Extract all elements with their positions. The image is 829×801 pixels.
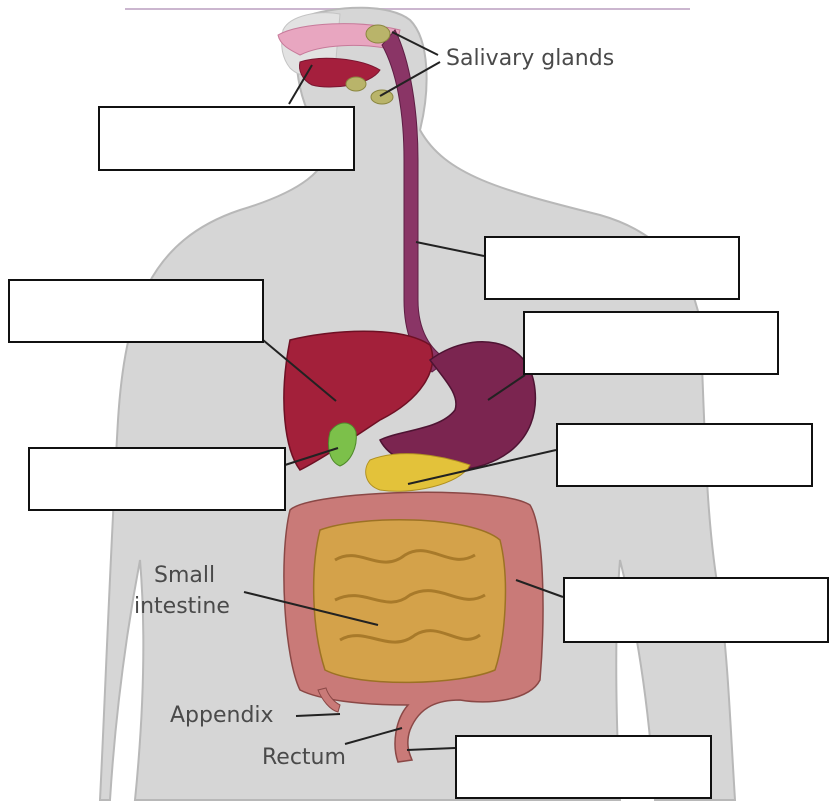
salivary-gland-lower-right: [371, 90, 393, 104]
small-intestine-label-line2: intestine: [134, 594, 230, 620]
small-intestine: [314, 520, 506, 683]
blank-box-anus[interactable]: [455, 735, 712, 799]
salivary-gland-lower-left: [346, 77, 366, 91]
blank-box-large-intestine[interactable]: [563, 577, 829, 643]
blank-box-pancreas[interactable]: [556, 423, 813, 487]
salivary-gland-upper: [366, 25, 390, 43]
blank-box-liver[interactable]: [8, 279, 264, 343]
blank-box-esophagus[interactable]: [484, 236, 740, 300]
small-intestine-label-line1: Small: [154, 563, 215, 589]
salivary-glands-label: Salivary glands: [446, 46, 614, 72]
blank-box-mouth[interactable]: [98, 106, 355, 171]
blank-box-gallbladder[interactable]: [28, 447, 286, 511]
blank-box-stomach[interactable]: [523, 311, 779, 375]
rectum-label: Rectum: [262, 745, 346, 771]
appendix-label: Appendix: [170, 703, 274, 729]
